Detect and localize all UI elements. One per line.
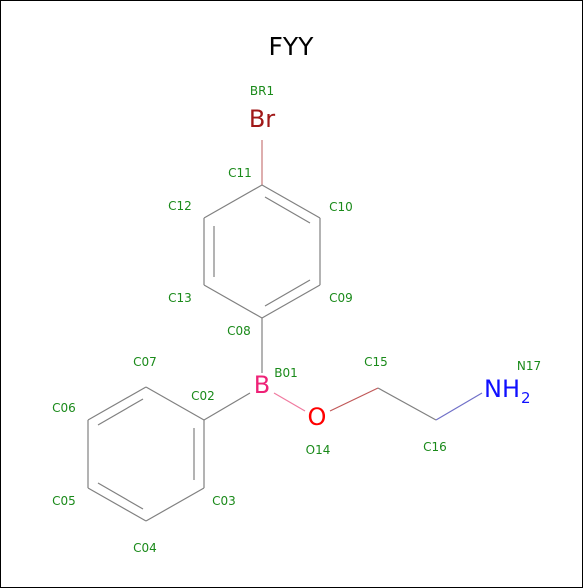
atom-label-n17: N17	[517, 359, 541, 373]
bromine-symbol: Br	[249, 105, 275, 133]
amine-subscript: 2	[521, 389, 531, 407]
bond-c04-c05	[87, 487, 147, 522]
atom-label-c07: C07	[133, 355, 157, 369]
bond-c08-c13	[203, 284, 263, 319]
atom-label-c13: C13	[168, 291, 192, 305]
boron-symbol: B	[254, 371, 270, 399]
atom-label-c05: C05	[52, 494, 76, 508]
atom-label-br1: BR1	[250, 84, 274, 98]
bond-c11-c10	[261, 184, 321, 219]
bond-c07-c02	[145, 386, 205, 421]
bond-inner-c09-c08	[264, 279, 311, 307]
atom-label-c03: C03	[212, 494, 236, 508]
molecule-title: FYY	[269, 32, 315, 61]
bond-c16-n17	[435, 392, 483, 421]
oxygen-symbol: O	[308, 403, 327, 431]
atom-labels: BR1 C11 C12 C10 C13 C09 C08 B01 C07 C02 …	[52, 84, 541, 555]
bond-inner-c04-c05	[97, 482, 144, 510]
bond-lines	[87, 140, 483, 522]
bond-c06-c07	[87, 386, 147, 421]
bond-inner-c11-c10	[264, 196, 311, 224]
atom-label-c04: C04	[133, 541, 157, 555]
atom-label-c06: C06	[52, 401, 76, 415]
atom-label-b01: B01	[274, 366, 298, 380]
bond-b01-o14	[273, 392, 306, 412]
atom-label-c08: C08	[227, 324, 251, 338]
atom-label-c09: C09	[329, 291, 353, 305]
bond-o14-c15	[329, 387, 379, 412]
bond-c03-c04	[145, 487, 205, 522]
amine-symbol: NH	[484, 375, 520, 403]
bond-c15-c16	[377, 387, 437, 421]
bond-c12-c11	[203, 184, 263, 219]
bond-inner-c06-c07	[97, 398, 144, 426]
atom-label-c16: C16	[423, 440, 447, 454]
bond-b01-c02	[203, 392, 251, 421]
atom-label-c02: C02	[191, 389, 215, 403]
atom-label-c11: C11	[228, 166, 252, 180]
atom-label-c15: C15	[364, 355, 388, 369]
bond-c09-c08	[261, 284, 321, 319]
atom-label-o14: O14	[306, 443, 331, 457]
atom-label-c10: C10	[329, 200, 353, 214]
atom-label-c12: C12	[168, 199, 192, 213]
